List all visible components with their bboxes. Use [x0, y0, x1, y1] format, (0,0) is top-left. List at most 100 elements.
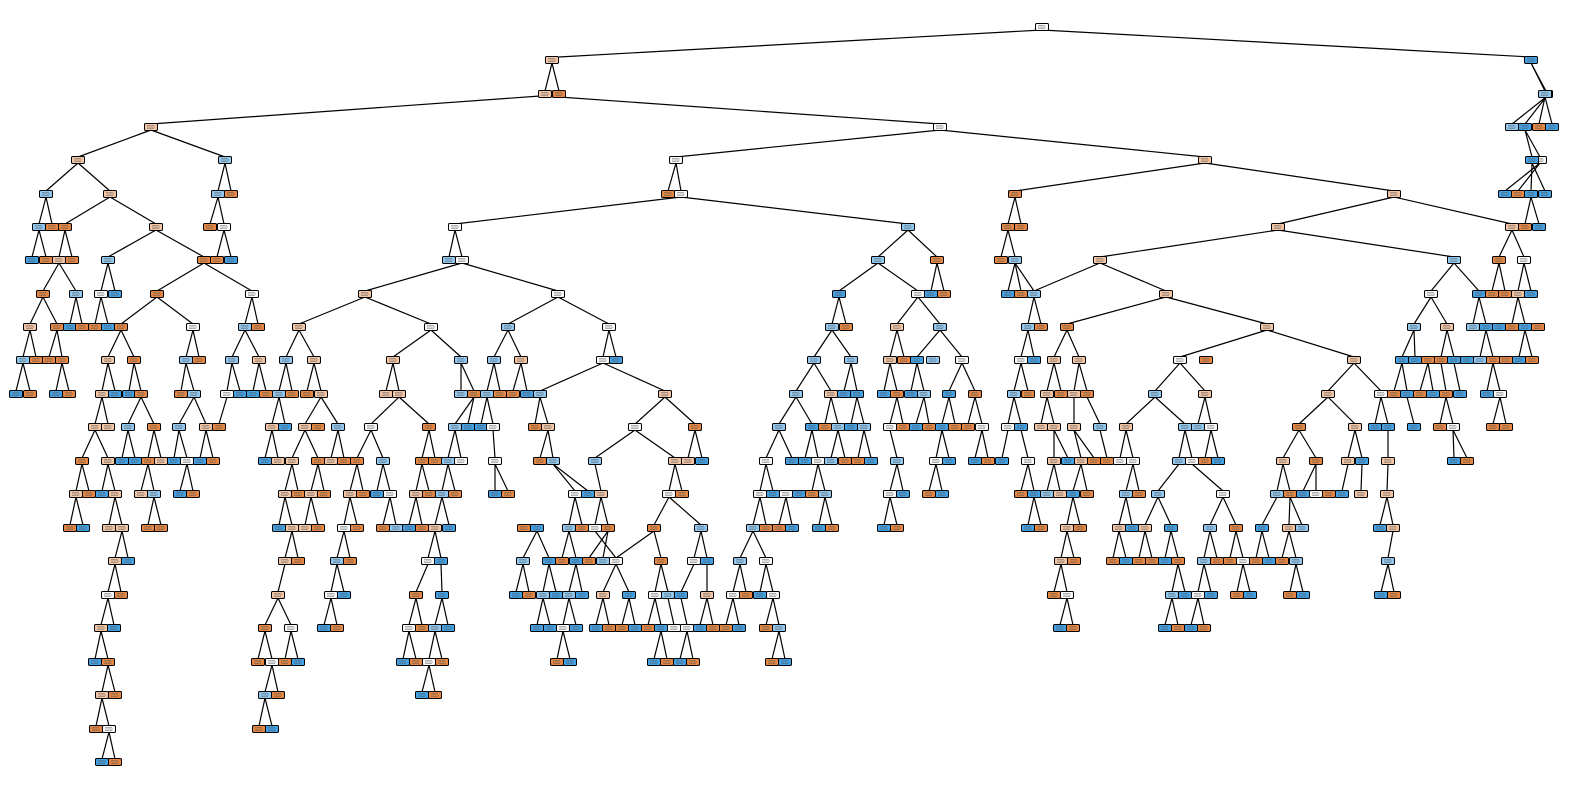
tree-edge — [107, 229, 157, 258]
tree-edge — [114, 563, 122, 593]
tree-edge — [1007, 396, 1015, 425]
tree-node — [69, 490, 83, 498]
tree-node — [533, 390, 547, 398]
tree-edge — [306, 362, 315, 392]
tree-edge — [1518, 329, 1526, 358]
tree-edge — [889, 496, 898, 526]
tree-edge — [1132, 463, 1140, 492]
tree-edge — [107, 664, 116, 693]
tree-node — [128, 457, 142, 465]
tree-edge — [759, 496, 767, 526]
tree-node — [409, 591, 423, 599]
tree-node — [1172, 457, 1186, 465]
tree-node — [675, 490, 689, 498]
tree-node — [1341, 457, 1355, 465]
tree-edge — [392, 362, 400, 392]
tree-edge — [830, 429, 839, 459]
tree-node — [1479, 323, 1493, 331]
tree-edge — [877, 229, 909, 258]
tree-node — [871, 256, 885, 264]
tree-node — [1198, 390, 1212, 398]
tree-node — [844, 356, 858, 364]
tree-edge — [133, 362, 142, 392]
tree-node — [415, 524, 429, 532]
tree-edge — [1298, 429, 1317, 459]
tree-edge — [507, 296, 559, 325]
tree-node — [441, 457, 455, 465]
tree-edge — [467, 396, 475, 425]
tree-node — [88, 658, 102, 666]
tree-node — [818, 423, 832, 431]
tree-node — [968, 457, 982, 465]
tree-node — [654, 624, 668, 632]
tree-node — [376, 457, 390, 465]
tree-node — [1066, 490, 1080, 498]
tree-node — [245, 290, 259, 298]
tree-edge — [628, 597, 636, 626]
tree-node — [753, 591, 767, 599]
tree-node — [95, 390, 109, 398]
tree-edge — [1524, 329, 1533, 358]
tree-node — [1223, 557, 1237, 565]
tree-node — [94, 624, 108, 632]
tree-node — [488, 490, 502, 498]
tree-edge — [561, 530, 570, 559]
tree-node — [324, 591, 338, 599]
tree-node — [1426, 390, 1440, 398]
tree-node — [238, 323, 252, 331]
tree-node — [1309, 490, 1323, 498]
tree-edge — [428, 429, 436, 459]
tree-node — [337, 457, 351, 465]
tree-node — [628, 624, 642, 632]
tree-node — [298, 423, 312, 431]
tree-node — [279, 356, 293, 364]
tree-node — [186, 490, 200, 498]
tree-edge — [1430, 262, 1455, 292]
tree-node — [251, 658, 265, 666]
tree-edge — [434, 597, 443, 626]
tree-node — [292, 323, 306, 331]
tree-node — [1204, 423, 1218, 431]
tree-edge — [1053, 429, 1069, 459]
tree-node — [172, 423, 186, 431]
tree-node — [1518, 323, 1532, 331]
tree-node — [435, 658, 449, 666]
tree-edge — [1197, 563, 1205, 593]
tree-node — [108, 691, 122, 699]
tree-node — [805, 490, 819, 498]
tree-edge — [1445, 396, 1454, 425]
tree-node — [259, 390, 273, 398]
tree-edge — [55, 362, 63, 392]
tree-node — [700, 557, 714, 565]
tree-edge — [512, 362, 522, 392]
tree-node — [589, 624, 603, 632]
tree-edge — [441, 463, 449, 492]
tree-edge — [1511, 96, 1547, 125]
tree-node — [1197, 557, 1211, 565]
tree-edge — [1053, 463, 1061, 492]
tree-edge — [923, 396, 930, 425]
tree-edge — [765, 429, 780, 459]
tree-node — [1119, 557, 1133, 565]
tree-edge — [739, 530, 754, 559]
tree-node — [1347, 356, 1361, 364]
tree-node — [1087, 457, 1101, 465]
tree-node — [331, 423, 345, 431]
tree-edge — [1020, 362, 1029, 392]
tree-node — [486, 423, 500, 431]
tree-edge — [454, 229, 463, 258]
tree-node — [454, 356, 468, 364]
tree-node — [1171, 557, 1185, 565]
tree-node — [415, 457, 429, 465]
tree-node — [726, 591, 740, 599]
tree-node — [88, 423, 102, 431]
tree-edge — [1229, 530, 1237, 559]
tree-node — [673, 658, 687, 666]
tree-edge — [460, 362, 475, 392]
tree-edge — [621, 597, 630, 626]
tree-edge — [199, 429, 207, 459]
tree-node — [1283, 490, 1297, 498]
tree-edge — [179, 463, 188, 492]
tree-node — [75, 323, 89, 331]
